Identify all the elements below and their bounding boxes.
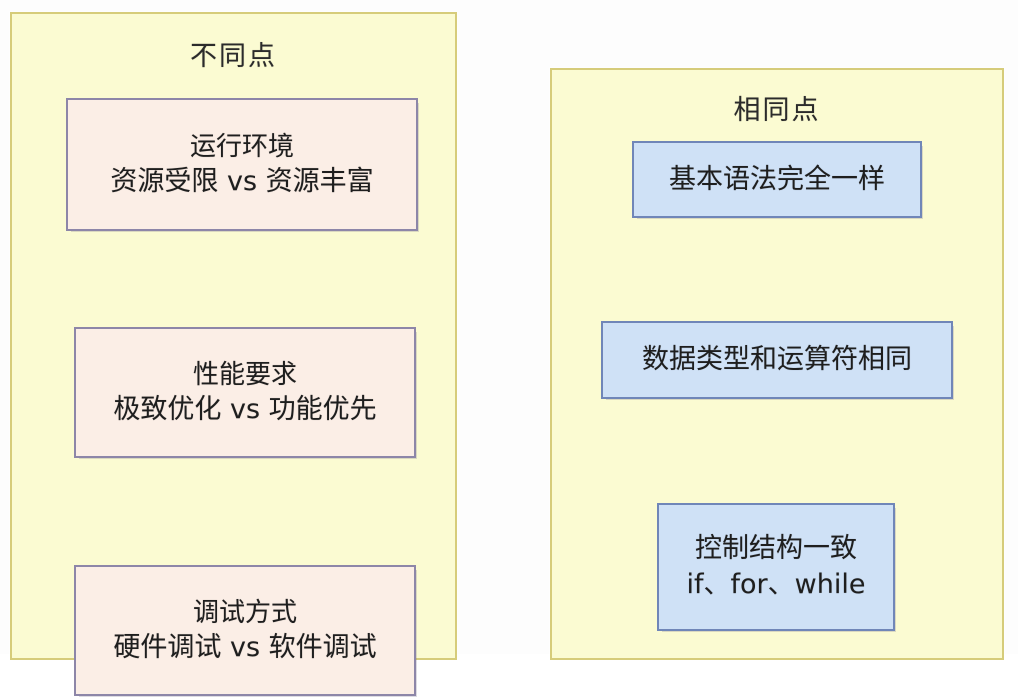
difference-item-1-line-1: 性能要求 <box>192 359 297 390</box>
similarity-item-control-structures: 控制结构一致 if、for、while <box>657 503 896 632</box>
diagram-canvas: 不同点 运行环境 资源受限 vs 资源丰富 性能要求 极致优化 vs 功能优先 … <box>10 12 1004 697</box>
difference-item-2-line-1: 调试方式 <box>192 597 297 628</box>
panel-similarities-title: 相同点 <box>733 95 821 126</box>
difference-item-2-line-2: 硬件调试 vs 软件调试 <box>113 631 377 663</box>
similarity-item-data-types-operators: 数据类型和运算符相同 <box>601 321 954 400</box>
similarity-item-2-line-1: 控制结构一致 <box>695 533 857 565</box>
similarity-item-2-line-2: if、for、while <box>686 569 866 600</box>
difference-item-running-environment: 运行环境 资源受限 vs 资源丰富 <box>66 98 419 232</box>
difference-item-1-line-2: 极致优化 vs 功能优先 <box>113 393 377 425</box>
difference-item-performance-requirement: 性能要求 极致优化 vs 功能优先 <box>74 327 417 459</box>
difference-item-0-line-1: 运行环境 <box>189 131 294 162</box>
similarity-item-basic-syntax: 基本语法完全一样 <box>632 141 923 219</box>
similarity-item-0-line-1: 基本语法完全一样 <box>669 163 885 195</box>
similarity-item-1-line-1: 数据类型和运算符相同 <box>642 344 912 376</box>
panel-differences-title: 不同点 <box>190 41 277 72</box>
panel-differences: 不同点 运行环境 资源受限 vs 资源丰富 性能要求 极致优化 vs 功能优先 … <box>10 12 457 697</box>
difference-item-0-line-2: 资源受限 vs 资源丰富 <box>110 165 374 197</box>
difference-item-debugging-method: 调试方式 硬件调试 vs 软件调试 <box>74 565 417 697</box>
